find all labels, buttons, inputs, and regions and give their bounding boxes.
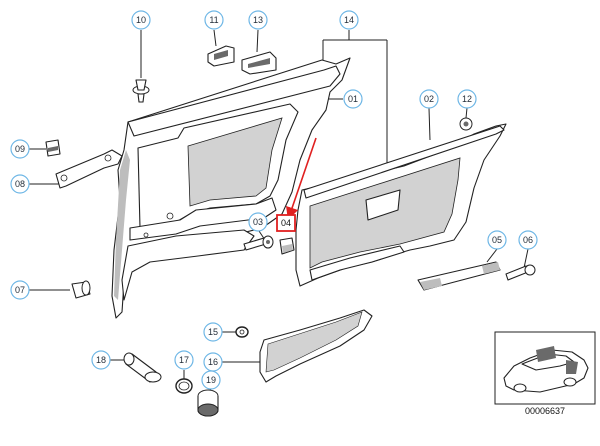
part-13-clip [241,51,277,75]
svg-text:05: 05 [492,235,502,245]
part-11-clip [207,45,235,67]
callouts: 10 11 13 14 01 02 12 09 [10,10,538,390]
part-04-cap [279,237,295,255]
callout-01[interactable]: 01 [343,89,363,109]
callout-19[interactable]: 19 [201,370,221,390]
svg-text:15: 15 [208,327,218,337]
callout-13[interactable]: 13 [248,10,268,30]
callout-06[interactable]: 06 [518,230,538,250]
door-panel-left [111,57,351,319]
callout-18[interactable]: 18 [91,350,111,370]
svg-text:18: 18 [96,355,106,365]
leader-lines [29,29,529,393]
callout-16[interactable]: 16 [203,352,223,372]
part-17-ring [175,378,193,394]
callout-08[interactable]: 08 [10,174,30,194]
part-05-handle [417,261,501,291]
svg-text:10: 10 [136,15,146,25]
callout-10[interactable]: 10 [131,10,151,30]
svg-text:12: 12 [462,94,472,104]
svg-text:03: 03 [253,217,263,227]
part-19-cap [197,389,219,417]
part-18-tube [123,352,162,383]
part-15-washer [235,326,249,338]
callout-15[interactable]: 15 [203,322,223,342]
callout-02[interactable]: 02 [419,89,439,109]
svg-text:13: 13 [253,15,263,25]
callout-04-highlighted[interactable]: 04 [276,214,296,232]
svg-text:17: 17 [179,355,189,365]
svg-text:11: 11 [209,15,218,25]
part-10-push-clip [132,79,150,103]
callout-05[interactable]: 05 [487,230,507,250]
part-09-clip [45,139,61,157]
svg-text:09: 09 [15,144,25,154]
part-03-screw [243,235,274,251]
callout-07[interactable]: 07 [10,280,30,300]
callout-14[interactable]: 14 [339,10,359,30]
svg-text:08: 08 [15,179,25,189]
callout-11[interactable]: 11 [204,10,224,30]
part-07-plug [71,280,91,299]
highlight-arrow [286,137,317,221]
svg-text:01: 01 [348,94,358,104]
svg-text:07: 07 [15,285,25,295]
part-12-nut [459,117,473,131]
door-panel-right [295,123,507,287]
callout-17[interactable]: 17 [174,350,194,370]
svg-text:19: 19 [206,375,216,385]
svg-text:02: 02 [424,94,434,104]
callout-12[interactable]: 12 [457,89,477,109]
callout-03[interactable]: 03 [248,212,268,232]
car-location-inset: 00006637 [494,331,596,416]
svg-text:16: 16 [208,357,218,367]
svg-text:04: 04 [281,218,291,228]
reference-number: 00006637 [525,406,565,416]
part-06-screw [505,264,536,281]
svg-text:14: 14 [344,15,354,25]
svg-text:06: 06 [523,235,533,245]
part-08-bracket [55,149,123,189]
part-16-armrest [259,309,373,383]
callout-09[interactable]: 09 [10,139,30,159]
